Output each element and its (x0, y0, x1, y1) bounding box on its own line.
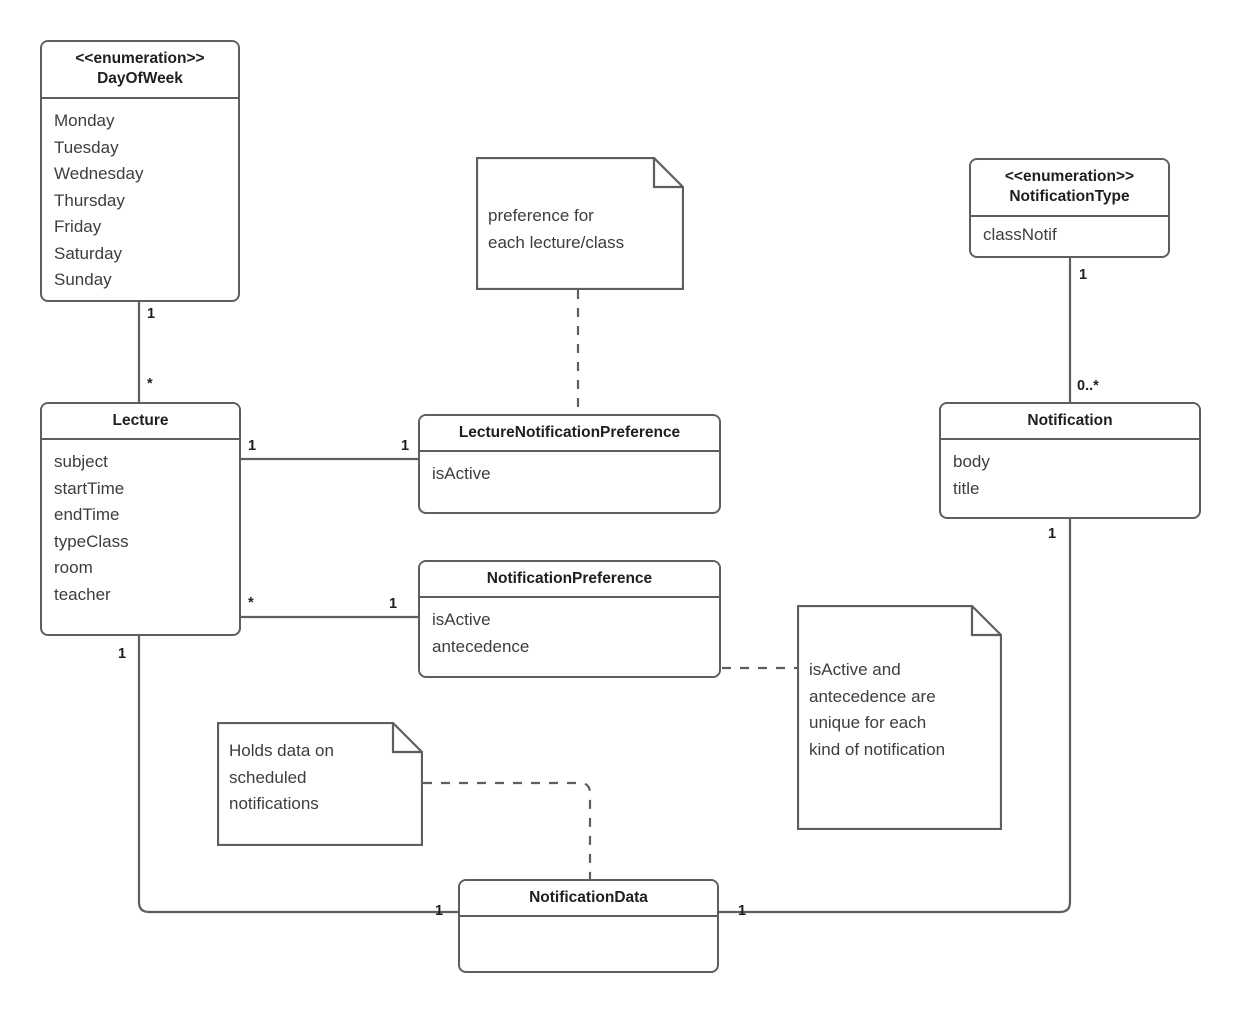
multiplicity-lecture-notificationdata: 1 (118, 646, 127, 662)
attribute-item: Thursday (54, 190, 125, 210)
note-preference: preference for each lecture/class (476, 157, 684, 290)
multiplicity-lecture-np-target: 1 (389, 596, 398, 612)
class-header-notification-data: NotificationData (460, 881, 717, 917)
class-attributes-notification-preference: isActive antecedence (420, 598, 719, 668)
multiplicity-lecture-lnp-target: 1 (401, 438, 410, 454)
class-header-dayofweek: <<enumeration>> DayOfWeek (42, 42, 238, 99)
class-name-label: NotificationData (529, 889, 648, 906)
class-header-notification-type: <<enumeration>> NotificationType (971, 160, 1168, 217)
attribute-item: isActive (432, 464, 491, 483)
class-box-notification-preference[interactable]: NotificationPreference isActive antecede… (418, 560, 721, 678)
multiplicity-lecture-star: * (147, 376, 153, 392)
attribute-item: Friday (54, 217, 102, 236)
multiplicity-notificationdata-left: 1 (435, 903, 444, 919)
attribute-item: title (953, 478, 980, 498)
attribute-item: isActive (432, 610, 491, 629)
class-header-notification-preference: NotificationPreference (420, 562, 719, 598)
attribute-item: typeClass (54, 531, 129, 551)
note-unique-constraint: isActive and antecedence are unique for … (797, 605, 1002, 830)
class-name-label: NotificationType (1009, 188, 1130, 205)
class-name-label: DayOfWeek (97, 70, 183, 87)
attribute-item: antecedence (432, 636, 530, 656)
multiplicity-notification-bottom: 1 (1048, 526, 1057, 542)
attribute-item: Sunday (54, 270, 112, 289)
attribute-item: subject (54, 452, 108, 471)
class-name-label: Lecture (112, 412, 169, 429)
note-scheduled-data: Holds data on scheduled notifications (217, 722, 423, 846)
class-attributes-notification: body title (941, 440, 1199, 510)
stereotype-label: <<enumeration>> (75, 50, 205, 67)
edge-note-scheduled (423, 781, 592, 879)
class-header-lecture-notification-preference: LectureNotificationPreference (420, 416, 719, 452)
attribute-item: room (54, 558, 93, 577)
class-box-lecture-notification-preference[interactable]: LectureNotificationPreference isActive (418, 414, 721, 514)
attribute-item: endTime (54, 505, 120, 524)
note-text: isActive and antecedence are unique for … (809, 660, 946, 759)
attribute-item: body (953, 452, 990, 471)
attribute-item: classNotif (983, 225, 1057, 244)
class-box-lecture[interactable]: Lecture subject startTime endTime typeCl… (40, 402, 241, 636)
class-box-notification[interactable]: Notification body title (939, 402, 1201, 519)
multiplicity-notificationdata-right: 1 (738, 903, 747, 919)
attribute-item: teacher (54, 584, 111, 604)
stereotype-label: <<enumeration>> (1004, 168, 1135, 185)
class-name-label: NotificationPreference (486, 570, 653, 587)
class-box-notification-data[interactable]: NotificationData (458, 879, 719, 973)
class-header-lecture: Lecture (42, 404, 239, 440)
multiplicity-dayofweek-1: 1 (147, 306, 156, 322)
class-name-label: Notification (1027, 412, 1113, 429)
attribute-item: Monday (54, 111, 115, 130)
attribute-item: Tuesday (54, 137, 119, 157)
note-text: Holds data on scheduled notifications (229, 741, 334, 813)
multiplicity-notification-target: 0..* (1077, 378, 1099, 394)
class-attributes-lecture: subject startTime endTime typeClass room… (42, 440, 239, 616)
class-attributes-notification-data (460, 917, 717, 934)
multiplicity-notificationtype: 1 (1079, 267, 1088, 283)
class-box-notification-type[interactable]: <<enumeration>> NotificationType classNo… (969, 158, 1170, 258)
note-text: preference for each lecture/class (488, 206, 625, 252)
attribute-item: Saturday (54, 243, 123, 263)
class-header-notification: Notification (941, 404, 1199, 440)
attribute-item: startTime (54, 478, 125, 498)
class-attributes-notification-type: classNotif (971, 217, 1168, 256)
class-name-label: LectureNotificationPreference (458, 424, 681, 441)
multiplicity-lecture-lnp-source: 1 (248, 438, 257, 454)
multiplicity-lecture-np-source: * (248, 595, 254, 611)
class-attributes-dayofweek: Monday Tuesday Wednesday Thursday Friday… (42, 99, 238, 300)
attribute-item: Wednesday (54, 164, 144, 183)
class-box-dayofweek[interactable]: <<enumeration>> DayOfWeek Monday Tuesday… (40, 40, 240, 302)
class-attributes-lecture-notification-preference: isActive (420, 452, 719, 496)
